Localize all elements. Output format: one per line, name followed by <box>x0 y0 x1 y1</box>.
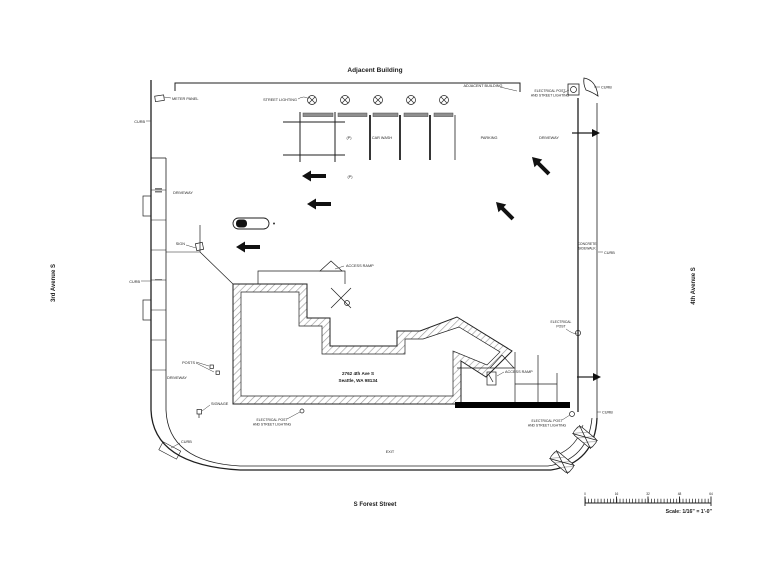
scale-tick-label: 48 <box>678 492 682 496</box>
label-signage: SIGNAGE <box>211 402 229 406</box>
street-name-bottom: S Forest Street <box>354 502 397 508</box>
label-posts: POSTS <box>182 361 195 365</box>
label-exit: EXIT <box>386 450 395 454</box>
label-driveway-left-2: DRIVEWAY <box>167 376 187 380</box>
arrow-diagonal-icon <box>528 153 553 178</box>
text-labels: Adjacent Building 3rd Avenue S 4th Avenu… <box>51 67 697 508</box>
street-name-left: 3rd Avenue S <box>51 264 57 302</box>
label-curb-right: CURB <box>604 251 615 255</box>
lot-frame <box>142 77 599 471</box>
corner-car-icon <box>158 441 182 460</box>
scale-tick-label: 16 <box>615 492 619 496</box>
label-electrical-post-bl: AND STREET LIGHTING <box>253 423 292 427</box>
label-curb-bottom-right: CURB <box>602 411 613 415</box>
scale-tick-label: 0 <box>584 492 586 496</box>
building-interior <box>240 291 501 397</box>
entry-canopy <box>257 260 346 284</box>
post-box <box>215 370 220 375</box>
sign-post-box <box>194 241 205 252</box>
label-curb-bottom-left: CURB <box>181 440 192 444</box>
street-light-icon <box>307 95 449 105</box>
direction-marker-icon <box>572 129 600 137</box>
south-wall-bar <box>455 402 570 408</box>
label-access-ramp-2: ACCESS RAMP <box>505 370 533 374</box>
scale-label: Scale: 1/16" = 1'-0" <box>666 509 713 515</box>
adjacent-building-title: Adjacent Building <box>347 67 402 74</box>
traffic-flow-arrows <box>236 129 601 381</box>
label-car-wash: CAR WASH <box>372 136 393 140</box>
street-name-right: 4th Avenue S <box>691 267 697 305</box>
label-electrical-post-bl: ELECTRICAL POST <box>257 418 288 422</box>
parked-vehicle-icon <box>572 424 598 450</box>
label-meter-panel: METER PANEL <box>172 97 199 101</box>
street-parking-stall-dividers <box>151 189 166 371</box>
label-adjacent-building: ADJACENT BUILDING <box>464 84 503 88</box>
label-electrical-post-br: AND STREET LIGHTING <box>528 424 567 428</box>
building-address-line1: 2762 4th Ave S <box>342 371 374 376</box>
site-details <box>154 94 598 475</box>
label-parking: PARKING <box>481 136 498 140</box>
label-street-lighting: STREET LIGHTING <box>263 98 297 102</box>
utility-box <box>142 299 152 321</box>
label-electrical-post-right: ELECTRICAL <box>551 320 572 324</box>
scale-tick-label: 32 <box>646 492 650 496</box>
label-driveway-left: DRIVEWAY <box>173 191 193 195</box>
electrical-box <box>567 83 580 96</box>
arrow-left-icon <box>302 170 326 182</box>
arrow-left-icon <box>236 241 260 253</box>
label-electrical-post-right: POST <box>556 325 565 329</box>
parking-grid <box>283 112 456 162</box>
label-curb-left-2: CURB <box>129 280 140 284</box>
vehicle-icon <box>232 217 275 230</box>
label-p-marker: (P) <box>346 136 352 140</box>
leader-lines <box>141 86 603 449</box>
building-address-line2: Seattle, WA 98134 <box>339 378 378 383</box>
label-electrical-post-top: AND STREET LIGHTING <box>531 94 570 98</box>
label-driveway-top: DRIVEWAY <box>539 136 559 140</box>
corner-curb-island <box>583 77 599 97</box>
scale-tick-label: 64 <box>709 492 713 496</box>
label-electrical-post-top: ELECTRICAL POST <box>535 89 566 93</box>
meter-panel-box <box>154 94 165 102</box>
wheel-stop-bars <box>302 112 454 117</box>
utility-box <box>142 195 152 217</box>
label-concrete-sidewalk: SIDEWALK <box>578 247 596 251</box>
electrical-post-dot <box>575 330 581 336</box>
label-sign: SIGN <box>176 242 186 246</box>
electrical-post-dot <box>569 411 575 417</box>
label-curb-left: CURB <box>134 120 145 124</box>
arrow-left-icon <box>307 198 331 210</box>
building-footprint <box>232 260 570 408</box>
arrow-diagonal-icon <box>492 198 517 223</box>
access-ramp-box <box>486 371 497 386</box>
label-curb-top-right: CURB <box>601 86 612 90</box>
label-p-marker-2: (P) <box>347 175 353 179</box>
label-access-ramp-1: ACCESS RAMP <box>346 264 374 268</box>
right-wing <box>457 352 558 403</box>
stair-ramp <box>330 287 352 309</box>
signage-post <box>196 409 202 418</box>
electrical-post-dot <box>299 408 305 414</box>
post-box <box>209 364 214 369</box>
parking-area <box>283 95 456 162</box>
parked-vehicle-icon <box>549 449 575 475</box>
scale-bar: 0 16 32 48 64 Scale: 1/16" = 1'-0" <box>584 492 713 515</box>
label-electrical-post-br: ELECTRICAL POST <box>532 419 563 423</box>
direction-marker-icon <box>577 373 601 381</box>
label-concrete-sidewalk: CONCRETE <box>577 242 597 246</box>
